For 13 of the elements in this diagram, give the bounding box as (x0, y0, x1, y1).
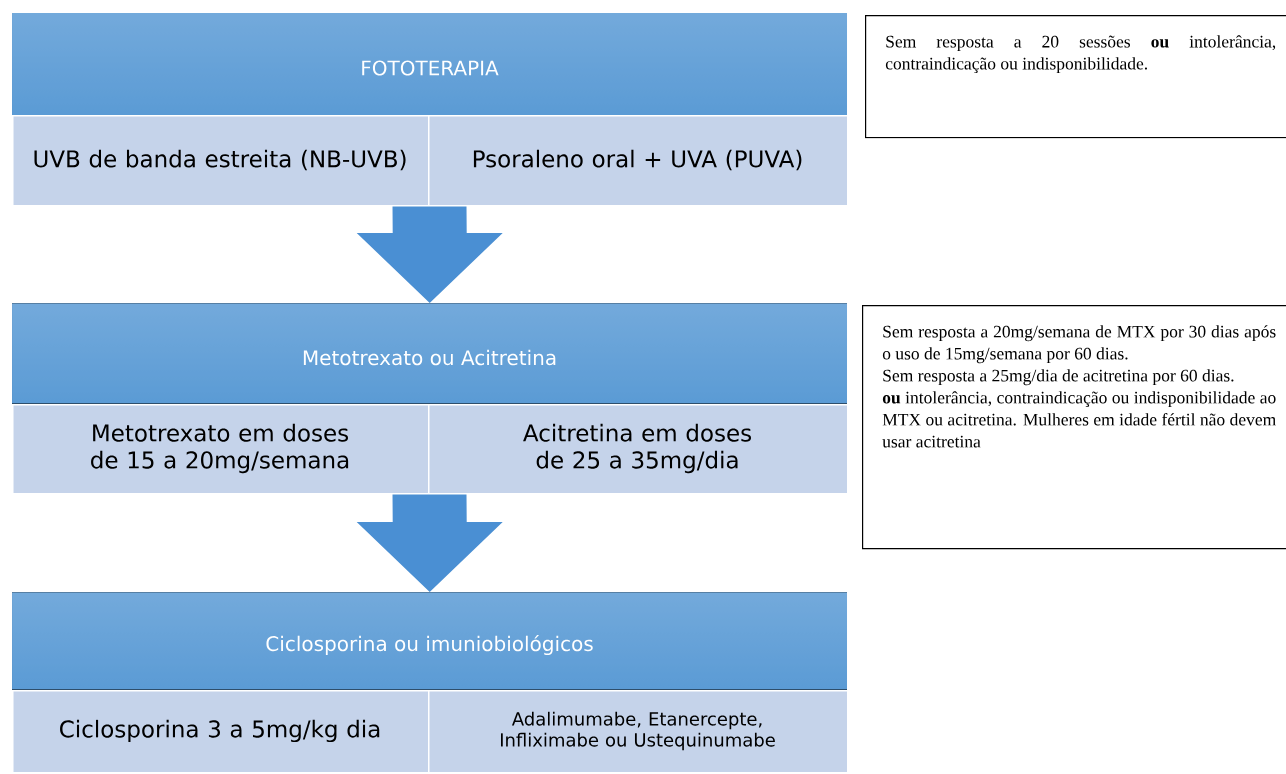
note-box: Sem resposta a 20 sessões ou intolerância, contraindicação ou indisponibilidade. (865, 15, 1286, 139)
text-cell: UVB de banda estreita (NB-UVB) (12, 115, 430, 207)
text-cell: Adalimumabe, Etanercepte, Infliximabe ou Ustequinumabe (428, 690, 849, 774)
header-band: Ciclosporina ou imuniobiológicos (12, 592, 847, 690)
note-box: Sem resposta a 20mg/semana de MTX por 30 dias após o uso de 15mg/semana por 60 dias. Sem resposta a 25mg/dia de acitretina por 60 dias. ou intolerância, contraindicação ou indisponibilidade ao MTX ou acitretina. Mulheres em idade fértil não devem usar acitretina (862, 305, 1286, 550)
header-band: FOTOTERAPIA (12, 13, 847, 115)
text-cell: Ciclosporina 3 a 5mg/kg dia (12, 690, 430, 774)
text-cell: Metotrexato em doses de 15 a 20mg/semana (12, 404, 430, 495)
block-arrow (356, 206, 503, 303)
block-arrow (356, 494, 503, 592)
text-cell: Psoraleno oral + UVA (PUVA) (428, 115, 849, 207)
text-cell: Acitretina em doses de 25 a 35mg/dia (428, 404, 849, 495)
header-band: Metotrexato ou Acitretina (12, 303, 847, 404)
